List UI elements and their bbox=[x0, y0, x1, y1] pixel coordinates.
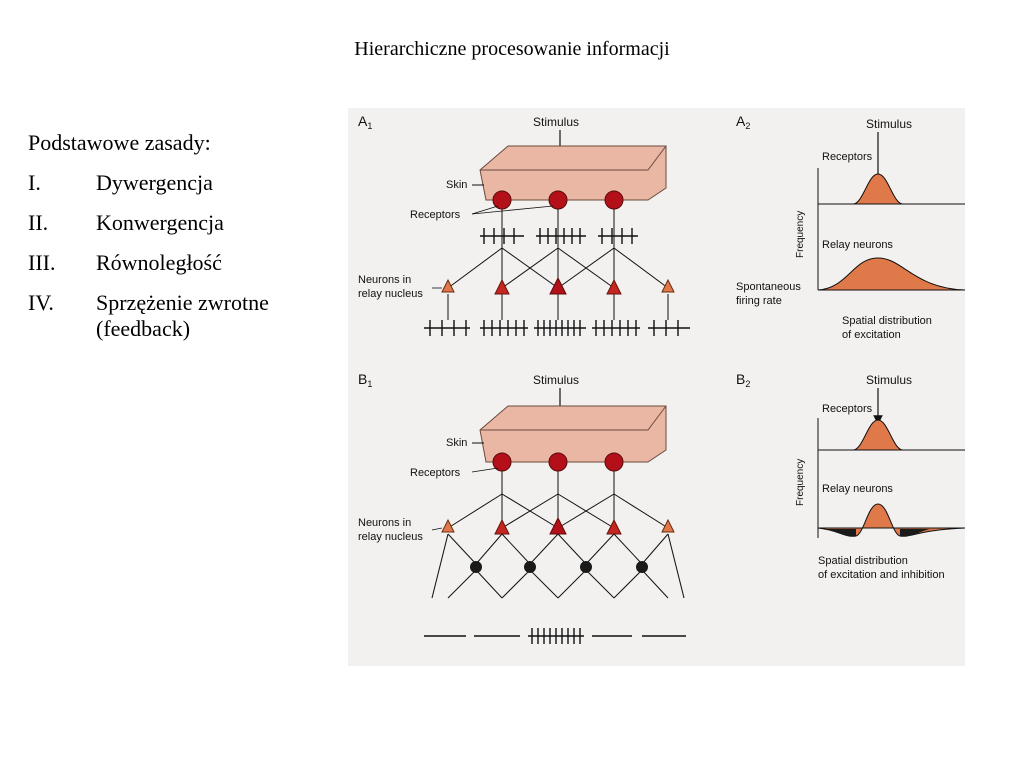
panel-label-b1: B1 bbox=[358, 371, 372, 389]
spatial-distribution-label-b2: Spatial distribution bbox=[818, 555, 908, 567]
panel-label-b2: B2 bbox=[736, 371, 750, 389]
principles-list: Podstawowe zasady: I. Dywergencja II. Ko… bbox=[28, 130, 328, 356]
list-heading: Podstawowe zasady: bbox=[28, 130, 211, 155]
relay-neurons-label-a2: Relay neurons bbox=[822, 239, 893, 251]
list-item-text: Konwergencja bbox=[96, 210, 224, 235]
relay-neurons-b1 bbox=[441, 516, 675, 535]
relay-curve-b2 bbox=[817, 503, 965, 537]
list-item-text: Dywergencja bbox=[96, 170, 213, 195]
spontaneous-label-a2: Spontaneous bbox=[736, 281, 801, 293]
receptor bbox=[604, 452, 624, 472]
stimulus-label-a1: Stimulus bbox=[533, 115, 579, 129]
receptors-label-b2: Receptors bbox=[822, 403, 873, 415]
skin-label-a1: Skin bbox=[446, 179, 467, 191]
output-spikes-a1 bbox=[424, 320, 690, 336]
receptor bbox=[604, 190, 624, 210]
panel-label-a1: A1 bbox=[358, 113, 372, 131]
receptors-a1 bbox=[492, 190, 624, 210]
relay-neurons-a1 bbox=[441, 276, 675, 295]
frequency-label-b2: Frequency bbox=[795, 459, 806, 506]
relay-nucleus-label-a1: relay nucleus bbox=[358, 288, 423, 300]
receptors-b1 bbox=[492, 452, 624, 472]
axons-a1 bbox=[447, 209, 669, 320]
skin-block-b1 bbox=[479, 405, 667, 463]
neurons-in-label-a1: Neurons in bbox=[358, 274, 411, 286]
receptors-label-a1: Receptors bbox=[410, 209, 461, 221]
list-item: III. Równoległość bbox=[28, 250, 328, 276]
list-item-number: I. bbox=[28, 170, 41, 195]
neurons-in-label-b1: Neurons in bbox=[358, 517, 411, 529]
of-excitation-inhibition-label-b2: of excitation and inhibition bbox=[818, 569, 945, 581]
relay-neurons-label-b2: Relay neurons bbox=[822, 483, 893, 495]
receptor-curve-a2 bbox=[818, 173, 965, 205]
output-spikes-b1 bbox=[424, 628, 686, 644]
skin-label-b1: Skin bbox=[446, 437, 467, 449]
list-item-text: Równoległość bbox=[96, 250, 222, 275]
skin-block-a1 bbox=[479, 145, 667, 201]
list-item: II. Konwergencja bbox=[28, 210, 328, 236]
firing-rate-label-a2: firing rate bbox=[736, 295, 782, 307]
neuron-figure: A1 Stimulus Skin Receptors Neur bbox=[348, 108, 965, 666]
receptors-label-b1: Receptors bbox=[410, 467, 461, 479]
stimulus-label-a2: Stimulus bbox=[866, 117, 912, 131]
list-item-text: Sprzężenie zwrotne (feedback) bbox=[96, 290, 269, 341]
relay-nucleus-label-b1: relay nucleus bbox=[358, 531, 423, 543]
receptor bbox=[548, 452, 568, 472]
panel-label-a2: A2 bbox=[736, 113, 750, 131]
list-item: I. Dywergencja bbox=[28, 170, 328, 196]
stimulus-label-b2: Stimulus bbox=[866, 373, 912, 387]
list-item-number: III. bbox=[28, 250, 56, 275]
list-item-number: II. bbox=[28, 210, 49, 235]
list-item: IV. Sprzężenie zwrotne (feedback) bbox=[28, 290, 328, 342]
frequency-label-a2: Frequency bbox=[795, 211, 806, 258]
spatial-distribution-label-a2: Spatial distribution bbox=[842, 315, 932, 327]
of-excitation-label-a2: of excitation bbox=[842, 329, 901, 341]
axons-b1 bbox=[431, 471, 685, 599]
neuron-diagram: A1 Stimulus Skin Receptors Neur bbox=[358, 113, 965, 644]
relay-curve-a2 bbox=[817, 257, 965, 291]
receptors-label-a2: Receptors bbox=[822, 151, 873, 163]
list-item-number: IV. bbox=[28, 290, 54, 315]
receptor-curve-b2 bbox=[818, 419, 965, 451]
stimulus-label-b1: Stimulus bbox=[533, 373, 579, 387]
page-title: Hierarchiczne procesowanie informacji bbox=[354, 38, 670, 60]
inhibitory-neurons-b1 bbox=[470, 561, 648, 573]
